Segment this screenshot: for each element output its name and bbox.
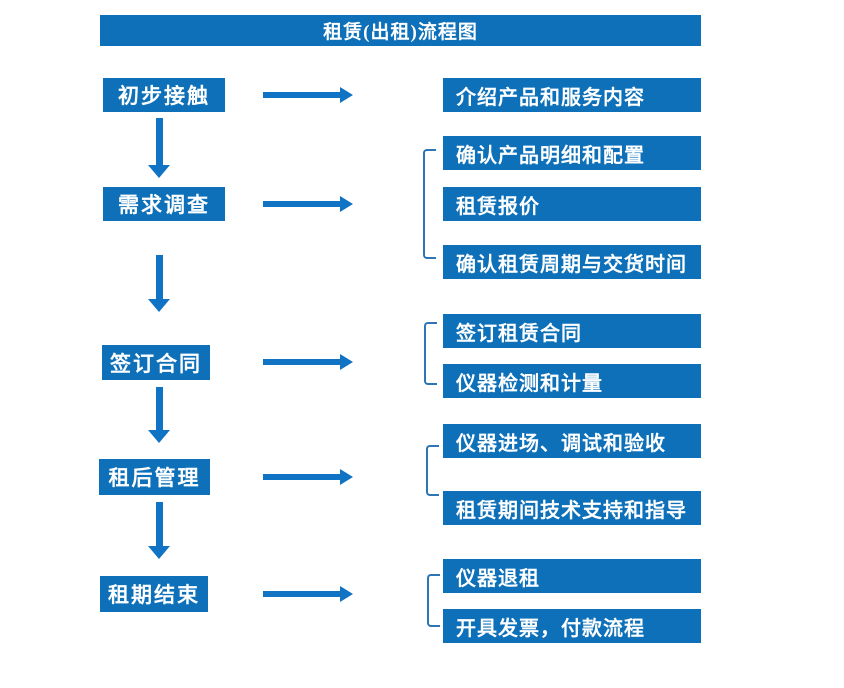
detail-box: 仪器检测和计量 <box>443 364 701 398</box>
arrow-shaft <box>155 387 163 430</box>
arrow-head <box>340 87 353 103</box>
detail-box: 确认租赁周期与交货时间 <box>443 245 701 279</box>
arrow-shaft <box>155 118 163 165</box>
arrow-right-icon <box>263 87 353 103</box>
arrow-head <box>340 354 353 370</box>
group-bracket-icon <box>427 574 440 627</box>
arrow-head <box>148 165 170 178</box>
step-box-initial-contact: 初步接触 <box>103 78 225 112</box>
detail-box: 租赁报价 <box>443 187 701 221</box>
arrow-down-icon <box>148 118 170 178</box>
arrow-down-icon <box>148 255 170 312</box>
step-box-sign-contract: 签订合同 <box>102 345 210 380</box>
detail-box: 介绍产品和服务内容 <box>443 78 701 112</box>
step-box-rental-end: 租期结束 <box>100 576 208 612</box>
arrow-shaft <box>263 591 340 597</box>
arrow-shaft <box>155 502 163 546</box>
step-box-demand-survey: 需求调查 <box>103 187 225 221</box>
arrow-shaft <box>263 474 340 480</box>
arrow-right-icon <box>263 586 353 602</box>
detail-box: 仪器退租 <box>443 559 701 593</box>
arrow-down-icon <box>148 502 170 559</box>
arrow-shaft <box>155 255 163 299</box>
detail-box: 仪器进场、调试和验收 <box>443 424 701 458</box>
detail-box: 租赁期间技术支持和指导 <box>443 491 701 525</box>
detail-box: 确认产品明细和配置 <box>443 136 701 170</box>
arrow-head <box>340 196 353 212</box>
step-box-post-rental-management: 租后管理 <box>99 459 210 495</box>
arrow-shaft <box>263 201 340 207</box>
arrow-head <box>148 546 170 559</box>
arrow-shaft <box>263 359 340 365</box>
arrow-head <box>148 299 170 312</box>
arrow-right-icon <box>263 469 353 485</box>
group-bracket-icon <box>423 149 436 259</box>
arrow-right-icon <box>263 354 353 370</box>
arrow-head <box>340 586 353 602</box>
detail-box: 开具发票，付款流程 <box>443 609 701 643</box>
arrow-right-icon <box>263 196 353 212</box>
detail-box: 签订租赁合同 <box>443 314 701 348</box>
arrow-shaft <box>263 92 340 98</box>
arrow-head <box>148 430 170 443</box>
flowchart-title: 租赁(出租)流程图 <box>100 15 701 46</box>
arrow-head <box>340 469 353 485</box>
group-bracket-icon <box>424 322 437 385</box>
arrow-down-icon <box>148 387 170 443</box>
group-bracket-icon <box>426 445 439 496</box>
